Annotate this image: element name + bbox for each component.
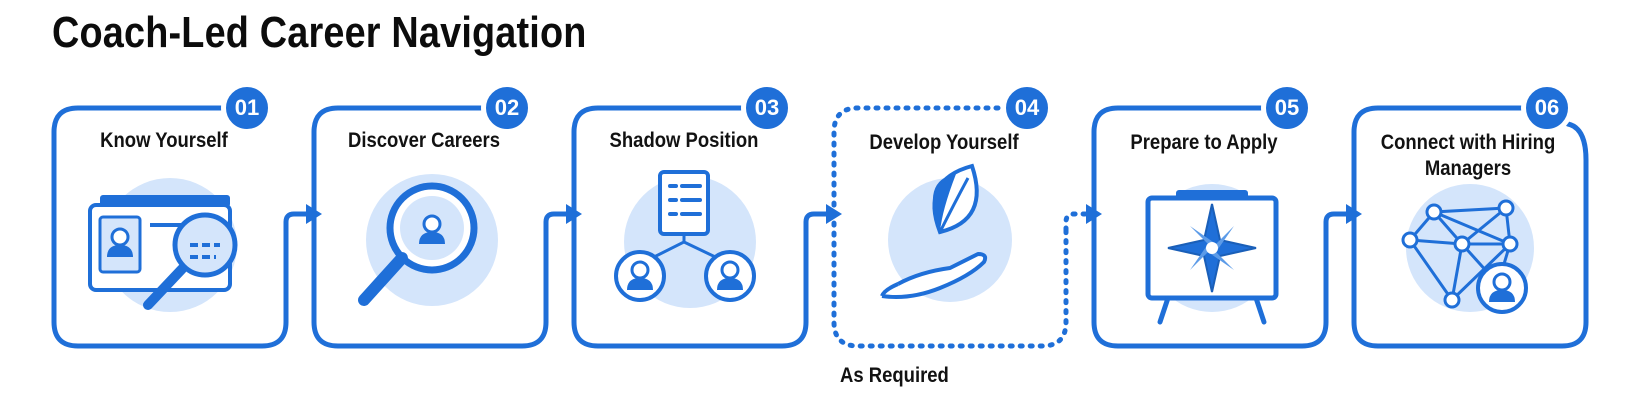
as-required-note: As Required <box>840 364 949 387</box>
step-label: Prepare to Apply <box>1130 131 1278 154</box>
step-label: Shadow Position <box>609 129 759 152</box>
connector-5-6 <box>1323 211 1351 233</box>
diagram-title: Coach-Led Career Navigation <box>52 8 587 57</box>
card-frame-6 <box>1351 105 1589 349</box>
step-label: Know Yourself <box>100 129 228 152</box>
connector-3-4 <box>803 211 831 233</box>
hand-leaf-icon <box>880 163 1012 302</box>
card-frame-5 <box>1091 105 1329 349</box>
network-person-icon <box>1401 184 1534 314</box>
arrowhead-2 <box>566 204 582 224</box>
card-frame-4 <box>831 105 1069 349</box>
card-frame-3 <box>571 105 809 349</box>
connector-4-5 <box>1063 211 1091 233</box>
card-frame-2 <box>311 105 549 349</box>
compass-board-icon <box>1145 184 1279 325</box>
connector-2-3 <box>543 211 571 233</box>
step-number-badge: 06 <box>1521 82 1573 134</box>
arrowhead-4 <box>1086 204 1102 224</box>
id-card-magnifier-icon <box>88 178 238 312</box>
arrowhead-3 <box>826 204 842 224</box>
magnifier-person-icon <box>358 174 498 306</box>
step-label: Discover Careers <box>347 129 501 152</box>
step-number-badge: 05 <box>1261 82 1313 134</box>
step-number-badge: 03 <box>741 82 793 134</box>
step-number-badge: 04 <box>1001 82 1053 134</box>
step-label: Connect with Hiring Managers <box>1380 131 1556 180</box>
arrowhead-5 <box>1346 204 1362 224</box>
arrowhead-1 <box>306 204 322 224</box>
connector-1-2 <box>283 211 311 233</box>
step-number-badge: 02 <box>481 82 533 134</box>
card-frame-1 <box>51 105 289 349</box>
step-label: Develop Yourself <box>869 131 1019 154</box>
checklist-people-icon <box>614 170 756 308</box>
step-number-badge: 01 <box>221 82 273 134</box>
